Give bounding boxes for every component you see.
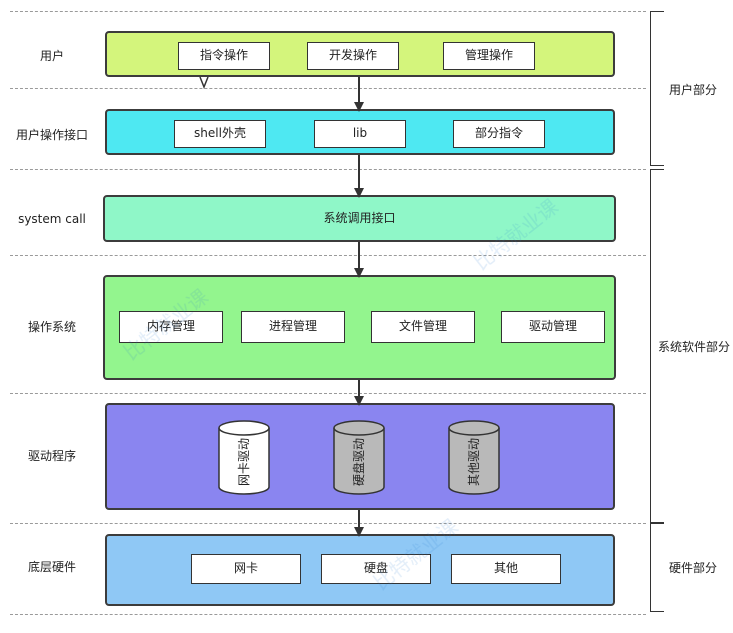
box-disk: 硬盘: [321, 554, 431, 584]
row-label-user: 用户: [39, 49, 64, 63]
layer-user-interface: shell外壳 lib 部分指令: [105, 109, 615, 155]
box-driver-mgmt: 驱动管理: [501, 311, 605, 343]
layer-os: 内存管理 进程管理 文件管理 驱动管理: [103, 275, 616, 380]
separator-line: [10, 523, 646, 524]
bracket-hardware-part: [650, 523, 664, 612]
box-dev-ops: 开发操作: [307, 42, 399, 70]
separator-line: [10, 614, 646, 615]
row-label-user-interface: 用户操作接口: [15, 128, 88, 142]
layer-drivers: [105, 403, 615, 510]
separator-line: [10, 11, 646, 12]
small-arrow-down-icon: [199, 76, 209, 90]
box-process-mgmt: 进程管理: [241, 311, 345, 343]
box-shell: shell外壳: [174, 120, 266, 148]
bracket-system-software-part: [650, 169, 664, 523]
label-syscall-interface: 系统调用接口: [323, 211, 396, 225]
box-admin-ops: 管理操作: [443, 42, 535, 70]
bracket-user-part: [650, 11, 664, 166]
section-label-system-software-part: 系统软件部分: [657, 340, 730, 354]
separator-line: [10, 255, 646, 256]
separator-line: [10, 393, 646, 394]
layer-hardware: 网卡 硬盘 其他: [105, 534, 615, 606]
section-label-hardware-part: 硬件部分: [668, 561, 717, 575]
box-nic: 网卡: [191, 554, 301, 584]
box-other: 其他: [451, 554, 561, 584]
separator-line: [10, 169, 646, 170]
separator-line: [10, 88, 646, 89]
layer-syscall: 系统调用接口: [103, 195, 616, 242]
row-label-os: 操作系统: [27, 320, 76, 334]
box-file-mgmt: 文件管理: [371, 311, 475, 343]
layer-user: 指令操作 开发操作 管理操作: [105, 31, 615, 77]
box-memory-mgmt: 内存管理: [119, 311, 223, 343]
box-command-ops: 指令操作: [178, 42, 270, 70]
row-label-syscall: system call: [18, 212, 86, 226]
section-label-user-part: 用户部分: [668, 83, 717, 97]
row-label-hardware: 底层硬件: [27, 560, 76, 574]
box-partial-commands: 部分指令: [453, 120, 545, 148]
row-label-drivers: 驱动程序: [27, 449, 76, 463]
box-lib: lib: [314, 120, 406, 148]
